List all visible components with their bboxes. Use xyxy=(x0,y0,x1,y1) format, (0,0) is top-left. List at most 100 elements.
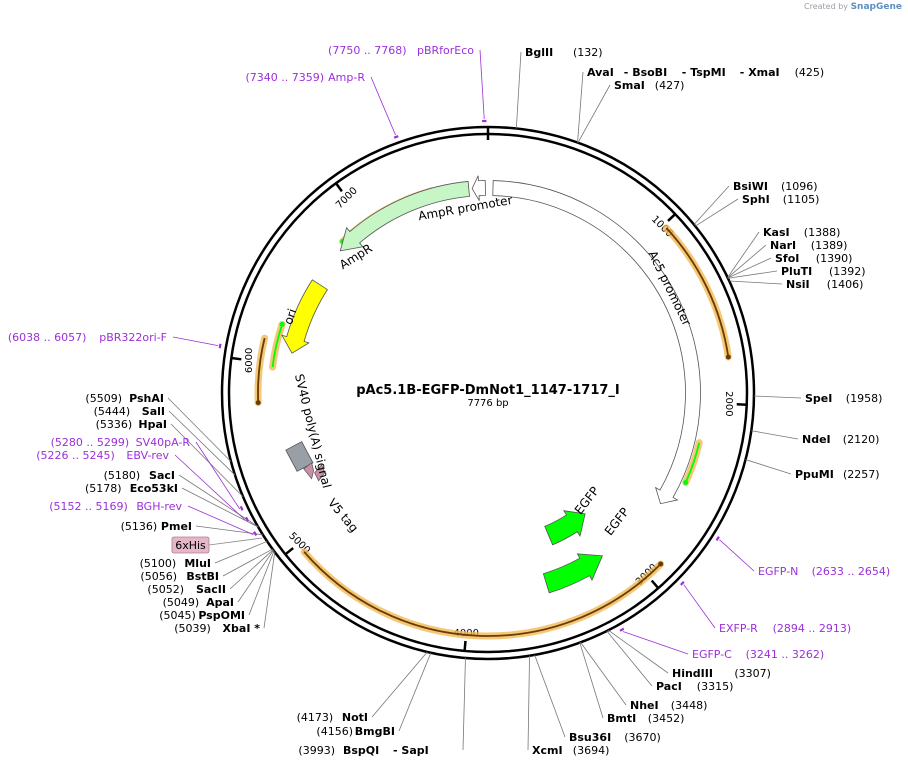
enzyme-position: (3307) xyxy=(734,667,771,680)
orf-inner-line xyxy=(257,337,266,403)
enzyme-position: (5100) xyxy=(140,557,177,570)
plasmid-backbone xyxy=(220,125,756,661)
enzyme-leader-line xyxy=(222,548,273,577)
enzyme-position: (2120) xyxy=(843,433,880,446)
enzyme-position: (5045) xyxy=(159,609,196,622)
orf-arrow-tip xyxy=(279,321,285,327)
enzyme-leader-line xyxy=(753,395,802,399)
enzyme-position: (425) xyxy=(795,66,825,79)
egfp-arrow-inner xyxy=(544,510,586,546)
primer-leader-line xyxy=(187,505,254,535)
enzyme-leader-line xyxy=(398,652,432,732)
enzyme-site: HpaI(5336) xyxy=(96,418,244,498)
enzyme-site: BstBI(5056) xyxy=(140,548,273,583)
scale-tick-label: 7000 xyxy=(334,185,360,211)
primer-leader-line xyxy=(172,336,219,347)
primer-name: EGFP-N xyxy=(758,565,798,578)
primer-range: (3241 .. 3262) xyxy=(746,648,825,661)
enzyme-name: SmaI xyxy=(614,79,645,92)
primer-name: SV40pA-R xyxy=(136,436,191,449)
enzyme-site: PshAI(5509) xyxy=(85,392,232,462)
enzyme-leader-line xyxy=(693,185,730,225)
enzyme-leader-line xyxy=(195,525,264,536)
enzyme-name: ApaI xyxy=(206,596,234,609)
enzyme-position: (5178) xyxy=(85,482,122,495)
enzyme-leader-line xyxy=(248,550,275,616)
enzyme-name: PshAI xyxy=(129,392,164,405)
enzyme-name: SphI xyxy=(742,193,770,206)
enzyme-name: SfoI xyxy=(775,252,799,265)
primer-range: (5152 .. 5169) xyxy=(49,500,128,513)
enzyme-name: BmtI xyxy=(607,712,636,725)
enzyme-leader-line xyxy=(580,642,627,706)
primer-site: pBR322ori-F (6038 .. 6057) xyxy=(8,331,222,349)
enzyme-site: BsiWI(1096) xyxy=(693,180,818,225)
primer-mark xyxy=(239,505,244,511)
enzyme-leader-line xyxy=(167,397,232,462)
enzyme-leader-line xyxy=(168,410,236,476)
enzyme-name: NotI xyxy=(342,711,368,724)
scale-tick-label: 2000 xyxy=(723,391,734,416)
primer-site: EBV-rev(5226 .. 5245) xyxy=(36,449,250,522)
enzyme-site: (3993)BspQI- SapI xyxy=(298,658,466,757)
enzyme-position: (5180) xyxy=(104,469,141,482)
enzyme-leader-line xyxy=(170,423,244,498)
v5-tag-arrow-2 xyxy=(314,464,326,482)
enzyme-position: (1958) xyxy=(846,392,883,405)
primer-range: (7750 .. 7768) xyxy=(328,44,407,57)
sv40-polya-box xyxy=(285,441,314,472)
enzyme-position: (3315) xyxy=(697,680,734,693)
enzyme-position: (1096) xyxy=(781,180,818,193)
enzyme-site: PmeI(5136) xyxy=(121,520,264,536)
snapgene-credit: Created by SnapGene xyxy=(804,2,902,12)
primer-site: Amp-R (7340 .. 7359) xyxy=(245,71,399,139)
primer-leader-line xyxy=(683,584,716,629)
enzyme-name: PmeI xyxy=(161,520,192,533)
enzyme-site: SacI (5180) xyxy=(104,469,259,528)
primer-site: SV40pA-R(5280 .. 5299) xyxy=(51,436,244,511)
enzyme-name: HindIII xyxy=(672,667,713,680)
primer-name: Amp-R xyxy=(328,71,365,84)
enzyme-site: PluTI(1392) xyxy=(727,265,866,279)
enzyme-site: NsiI(1406) xyxy=(729,278,863,291)
enzyme-position: (2257) xyxy=(843,468,880,481)
enzyme-name: SpeI xyxy=(805,392,832,405)
primer-range: (2894 .. 2913) xyxy=(773,622,852,635)
orf-arrow-tip xyxy=(255,400,261,406)
orf-arrow-tip xyxy=(725,354,731,360)
enzyme-site: BmgBI(4156) xyxy=(316,652,432,738)
enzyme-name: BstBI xyxy=(186,570,219,583)
enzyme-name-extra: - XmaI xyxy=(740,66,780,79)
enzyme-name: Eco53kI xyxy=(130,482,178,495)
credit-created-by: Created by xyxy=(804,2,849,11)
his-tag-label: 6xHis xyxy=(171,536,263,554)
primer-range: (7340 .. 7359) xyxy=(245,71,324,84)
primer-leader-line xyxy=(719,539,755,572)
enzyme-leader-line xyxy=(727,270,778,279)
enzyme-position: (1392) xyxy=(829,265,866,278)
enzyme-site: AvaI- BsoBI- TspMI- XmaI(425) xyxy=(577,66,825,143)
his-tag-text: 6xHis xyxy=(175,539,206,552)
primer-name: BGH-rev xyxy=(136,500,182,513)
scale-tick xyxy=(231,356,242,361)
enzyme-name: BmgBI xyxy=(355,725,395,738)
enzyme-name: NdeI xyxy=(802,433,831,446)
primer-range: (6038 .. 6057) xyxy=(8,331,87,344)
enzyme-position: (5444) xyxy=(94,405,131,418)
enzyme-position: (3670) xyxy=(624,731,661,744)
primer-name: pBR322ori-F xyxy=(99,331,167,344)
enzyme-leader-line xyxy=(577,71,584,143)
enzyme-name: SacI xyxy=(149,469,175,482)
enzyme-name: PpuMI xyxy=(795,468,834,481)
enzyme-name-extra: - TspMI xyxy=(682,66,726,79)
enzyme-name-extra: - BsoBI xyxy=(624,66,667,79)
enzyme-leader-line xyxy=(534,654,566,738)
enzyme-position: (3452) xyxy=(648,712,685,725)
enzyme-position: (5136) xyxy=(121,520,158,533)
enzyme-position: (4156) xyxy=(316,725,353,738)
enzyme-name-extra: - SapI xyxy=(393,744,429,757)
ampr-arrow xyxy=(339,180,470,252)
v5-tag-label: V5 tag xyxy=(325,496,361,535)
enzyme-leader-line xyxy=(181,487,259,528)
